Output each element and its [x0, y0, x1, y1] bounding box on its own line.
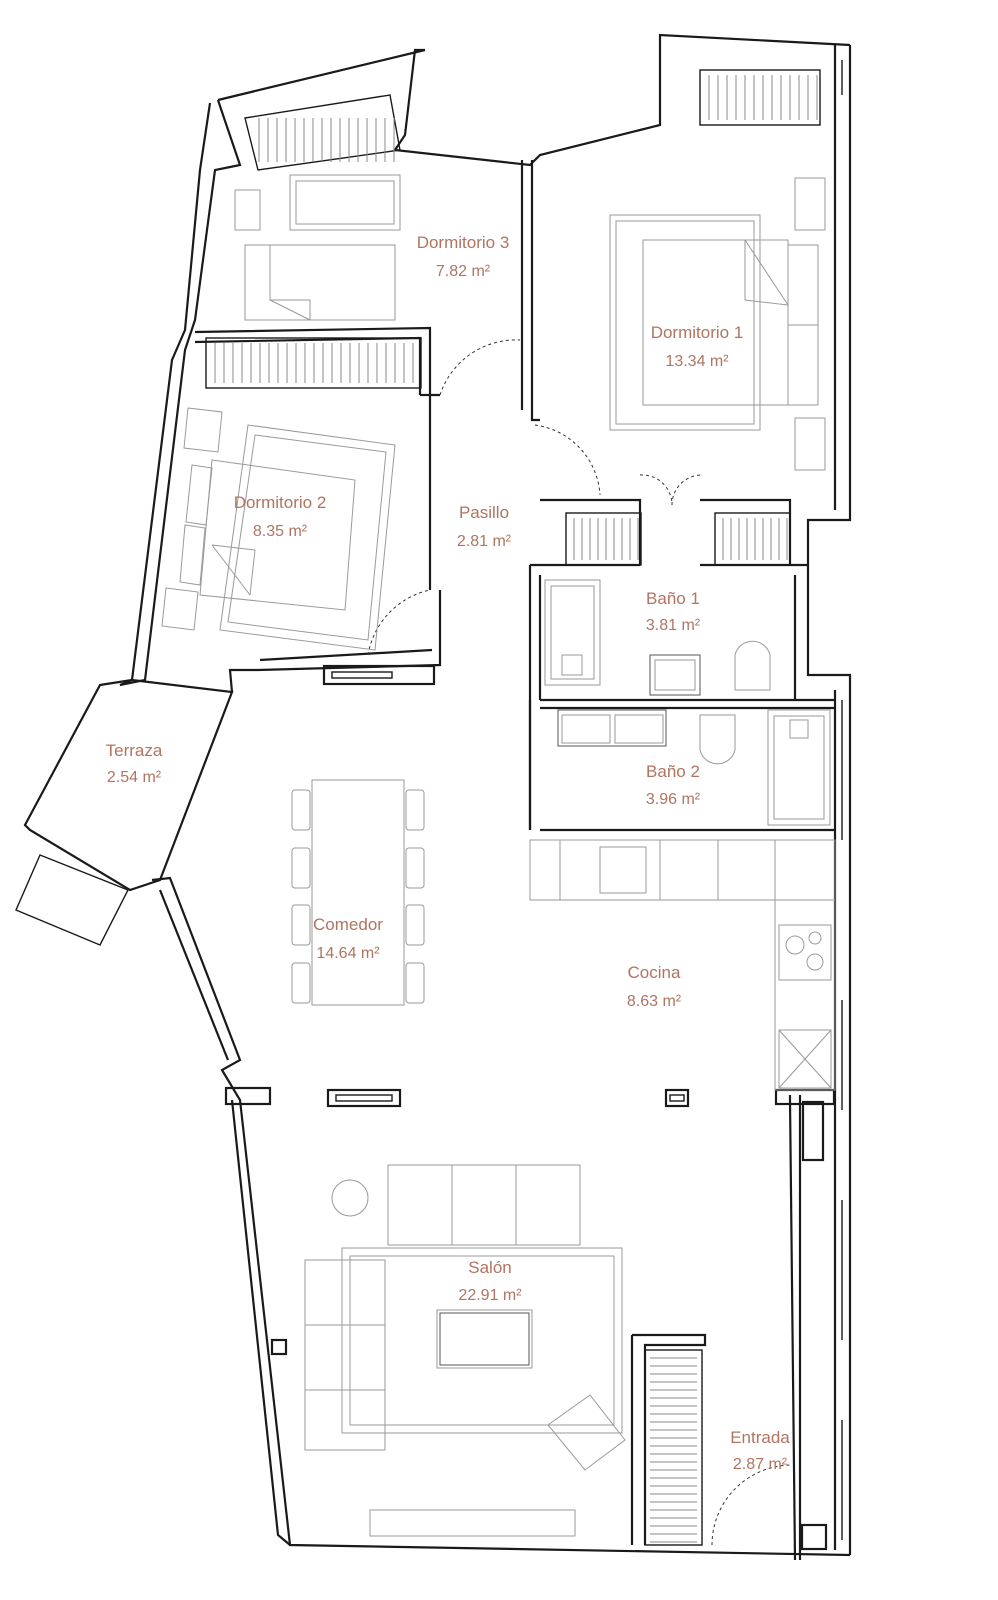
room-area-bano-1: 3.81 m² [646, 617, 701, 634]
dining-chair [291, 904, 311, 946]
room-name-bano-2: Baño 2 [646, 762, 700, 781]
interior-walls [194, 160, 836, 1561]
dining-chair [405, 962, 425, 1004]
room-name-pasillo: Pasillo [459, 503, 509, 522]
furniture [161, 174, 836, 1537]
room-area-dormitorio-2: 8.35 m² [253, 523, 308, 540]
dining-chair [291, 962, 311, 1004]
room-area-comedor: 14.64 m² [316, 945, 380, 962]
room-name-bano-1: Baño 1 [646, 589, 700, 608]
room-name-cocina: Cocina [628, 963, 681, 982]
dining-chair [291, 847, 311, 889]
room-name-dormitorio-2: Dormitorio 2 [234, 493, 327, 512]
room-area-bano-2: 3.96 m² [646, 791, 701, 808]
dining-chair [405, 904, 425, 946]
room-name-entrada: Entrada [730, 1428, 790, 1447]
room-name-dormitorio-3: Dormitorio 3 [417, 233, 510, 252]
room-area-salon: 22.91 m² [458, 1287, 522, 1304]
outer-walls [15, 33, 852, 1557]
room-area-dormitorio-3: 7.82 m² [436, 263, 491, 280]
wardrobes [205, 69, 821, 1546]
room-name-dormitorio-1: Dormitorio 1 [651, 323, 744, 342]
room-name-salon: Salón [468, 1258, 511, 1277]
room-name-comedor: Comedor [313, 915, 383, 934]
room-area-cocina: 8.63 m² [627, 993, 682, 1010]
dining-chair [291, 789, 311, 831]
room-name-terraza: Terraza [106, 741, 163, 760]
room-area-terraza: 2.54 m² [107, 769, 162, 786]
room-area-dormitorio-1: 13.34 m² [665, 353, 729, 370]
room-area-pasillo: 2.81 m² [457, 533, 512, 550]
room-labels: Dormitorio 3 7.82 m² Dormitorio 1 13.34 … [106, 233, 791, 1473]
dining-chair [405, 847, 425, 889]
dining-chair [405, 789, 425, 831]
room-area-entrada: 2.87 m² [733, 1456, 788, 1473]
doors [367, 339, 793, 1546]
